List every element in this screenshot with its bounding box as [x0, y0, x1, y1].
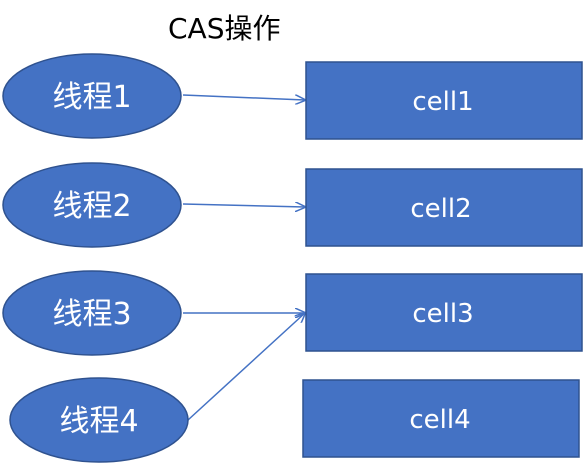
thread-node-4: 线程4	[9, 377, 189, 463]
arrow-thread1-to-cell1	[182, 94, 305, 100]
thread-ellipse	[9, 377, 189, 463]
cell-rect	[302, 379, 580, 458]
cell-box-4: cell4	[302, 379, 580, 458]
thread-node-2: 线程2	[2, 162, 182, 248]
thread-label: 线程4	[59, 404, 138, 439]
thread-label: 线程2	[52, 189, 131, 224]
thread-ellipse	[2, 270, 182, 356]
thread-node-1: 线程1	[2, 53, 182, 139]
arrow-thread2-to-cell2	[182, 204, 305, 207]
cell-rect	[305, 273, 583, 352]
thread-label: 线程3	[52, 297, 131, 332]
cell-label: cell1	[412, 87, 473, 117]
thread-ellipse	[2, 53, 182, 139]
thread-ellipse	[2, 162, 182, 248]
diagram-title: CAS操作	[168, 12, 280, 45]
connectors	[182, 94, 305, 421]
cell-label: cell4	[409, 405, 470, 435]
cell-rect	[305, 168, 583, 247]
cell-label: cell2	[410, 194, 471, 224]
thread-node-3: 线程3	[2, 270, 182, 356]
cell-label: cell3	[412, 299, 473, 329]
thread-label: 线程1	[52, 80, 131, 115]
cell-box-1: cell1	[305, 61, 583, 140]
cell-box-2: cell2	[305, 168, 583, 247]
cell-rect	[305, 61, 583, 140]
cell-box-3: cell3	[305, 273, 583, 352]
arrow-thread4-to-cell3	[187, 313, 305, 421]
